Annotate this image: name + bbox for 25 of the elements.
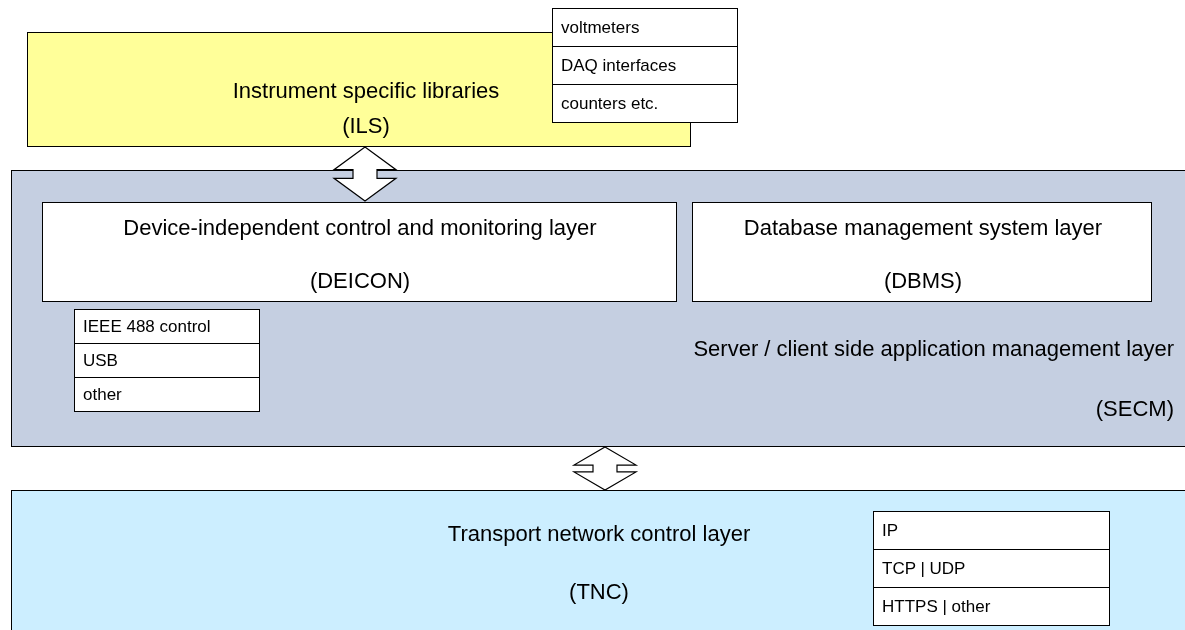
double-arrow [332, 146, 398, 202]
layer-abbreviation: (DBMS) [883, 268, 963, 294]
layer-abbreviation: (DEICON) [309, 268, 411, 294]
layer-title: Transport network control layer [447, 521, 751, 547]
layer-title: Instrument specific libraries [232, 78, 500, 104]
layer-abbreviation: (ILS) [342, 113, 390, 139]
list-item: other [74, 377, 260, 412]
list-item: DAQ interfaces [552, 46, 738, 85]
double-arrow [571, 446, 639, 491]
list-item: voltmeters [552, 8, 738, 47]
list-item: USB [74, 343, 260, 378]
layer-box [11, 170, 1185, 447]
layer-title: Server / client side application management layer [693, 336, 1174, 362]
list-item: IP [873, 511, 1110, 550]
list-item: HTTPS | other [873, 587, 1110, 626]
layer-title: Device-independent control and monitoring layer [123, 215, 597, 241]
layer-box [11, 490, 1185, 630]
list-item: counters etc. [552, 84, 738, 123]
layer-abbreviation: (SECM) [1095, 396, 1174, 422]
layer-title: Database management system layer [743, 215, 1103, 241]
list-item: IEEE 488 control [74, 309, 260, 344]
list-item: TCP | UDP [873, 549, 1110, 588]
layer-box [42, 202, 677, 302]
layer-abbreviation: (TNC) [569, 579, 629, 605]
layer-box [692, 202, 1152, 302]
